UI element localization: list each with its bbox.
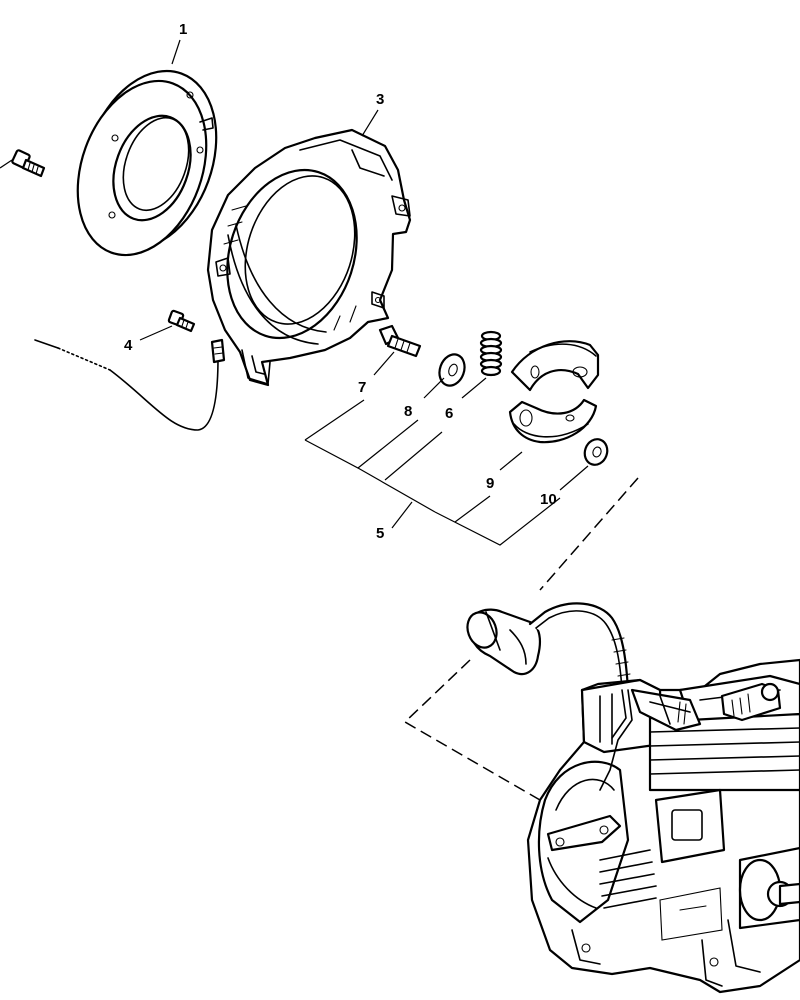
part-10-washer[interactable]: [581, 436, 611, 468]
clutch-shoe-upper[interactable]: [510, 340, 600, 392]
callout-3: 3: [376, 91, 384, 108]
callout-10: 10: [540, 491, 557, 508]
callout-labels: 1 3 4 5 6 7 8 9 10: [124, 21, 557, 542]
ignition-wire: [34, 338, 226, 431]
callout-9: 9: [486, 475, 494, 492]
part-7-bolt[interactable]: [378, 324, 422, 358]
spark-plug-cap[interactable]: [463, 602, 631, 692]
assembly-dash-lines: [403, 477, 639, 801]
part-3-fan-housing[interactable]: [206, 128, 412, 387]
engine-block[interactable]: [526, 658, 800, 994]
callout-1: 1: [179, 21, 187, 38]
clutch-shoe-lower[interactable]: [508, 398, 598, 444]
leader-lines: [139, 39, 589, 546]
part-1-ring-seal[interactable]: [55, 52, 240, 273]
callout-7: 7: [358, 379, 366, 396]
screw-left-edge[interactable]: [0, 149, 46, 178]
callout-5: 5: [376, 525, 384, 542]
callout-6: 6: [445, 405, 453, 422]
part-6-spring[interactable]: [479, 330, 503, 377]
callout-4: 4: [124, 337, 133, 354]
part-8-washer[interactable]: [435, 351, 468, 389]
callout-8: 8: [404, 403, 412, 420]
part-4-screw[interactable]: [167, 309, 196, 333]
